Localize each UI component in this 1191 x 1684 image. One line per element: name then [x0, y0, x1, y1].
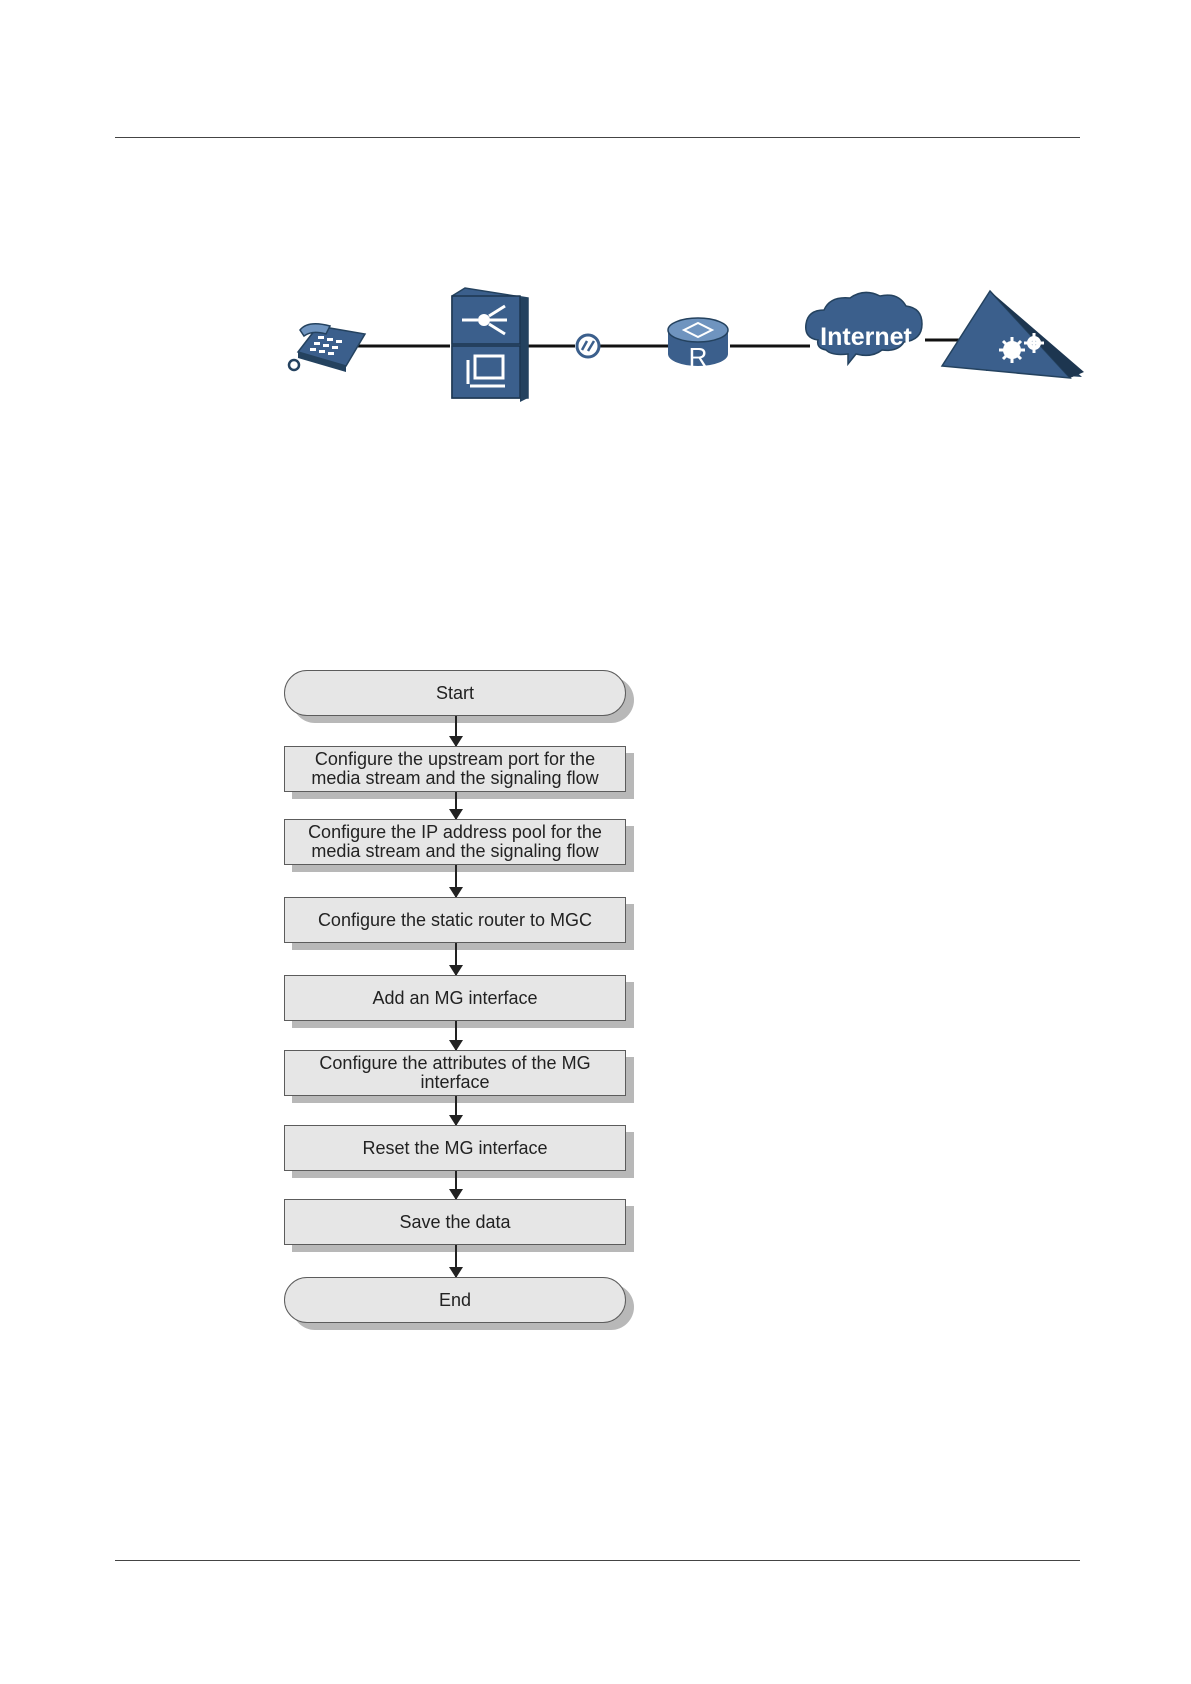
port-connector-icon	[575, 333, 601, 359]
flow-start-label: Start	[435, 682, 474, 703]
flow-step-label: Configure the attributes of the MG inter…	[319, 1053, 591, 1092]
access-device-icon	[451, 287, 529, 402]
flow-step-label: Configure the static router to MGC	[317, 909, 593, 930]
flow-step-add-mg-interface: Add an MG interface	[284, 975, 626, 1021]
flow-arrow	[449, 943, 463, 976]
flow-arrow	[449, 865, 463, 898]
flow-step-configure-ip-pool: Configure the IP address pool for the me…	[284, 819, 626, 865]
phone-icon	[287, 323, 367, 372]
network-topology: R Internet	[287, 287, 1084, 402]
flow-arrow	[449, 1096, 463, 1126]
internet-cloud-icon: Internet	[805, 291, 923, 367]
flow-end-label: End	[438, 1289, 472, 1310]
flow-arrow	[449, 1021, 463, 1051]
flow-arrow	[449, 1245, 463, 1278]
internet-cloud-label: Internet	[820, 323, 912, 351]
flow-step-label: Save the data	[399, 1211, 511, 1232]
flow-arrow	[449, 1171, 463, 1200]
softswitch-icon	[940, 289, 1084, 379]
flow-start: Start	[284, 670, 626, 716]
footer-rule	[115, 1560, 1080, 1561]
flow-step-label: Reset the MG interface	[362, 1137, 548, 1158]
flow-end: End	[284, 1277, 626, 1323]
flow-step-label: Configure the upstream port for the medi…	[311, 749, 599, 788]
flow-step-save-data: Save the data	[284, 1199, 626, 1245]
header-rule	[115, 137, 1080, 138]
flow-step-configure-upstream-port: Configure the upstream port for the medi…	[284, 746, 626, 792]
flow-step-configure-static-router: Configure the static router to MGC	[284, 897, 626, 943]
flow-arrow	[449, 716, 463, 747]
flow-arrow	[449, 792, 463, 820]
flow-step-label: Configure the IP address pool for the me…	[308, 822, 602, 861]
flow-step-reset-mg-interface: Reset the MG interface	[284, 1125, 626, 1171]
router-label: R	[689, 342, 708, 372]
flow-step-label: Add an MG interface	[372, 987, 538, 1008]
router-icon: R	[667, 317, 729, 372]
flow-step-configure-mg-attributes: Configure the attributes of the MG inter…	[284, 1050, 626, 1096]
